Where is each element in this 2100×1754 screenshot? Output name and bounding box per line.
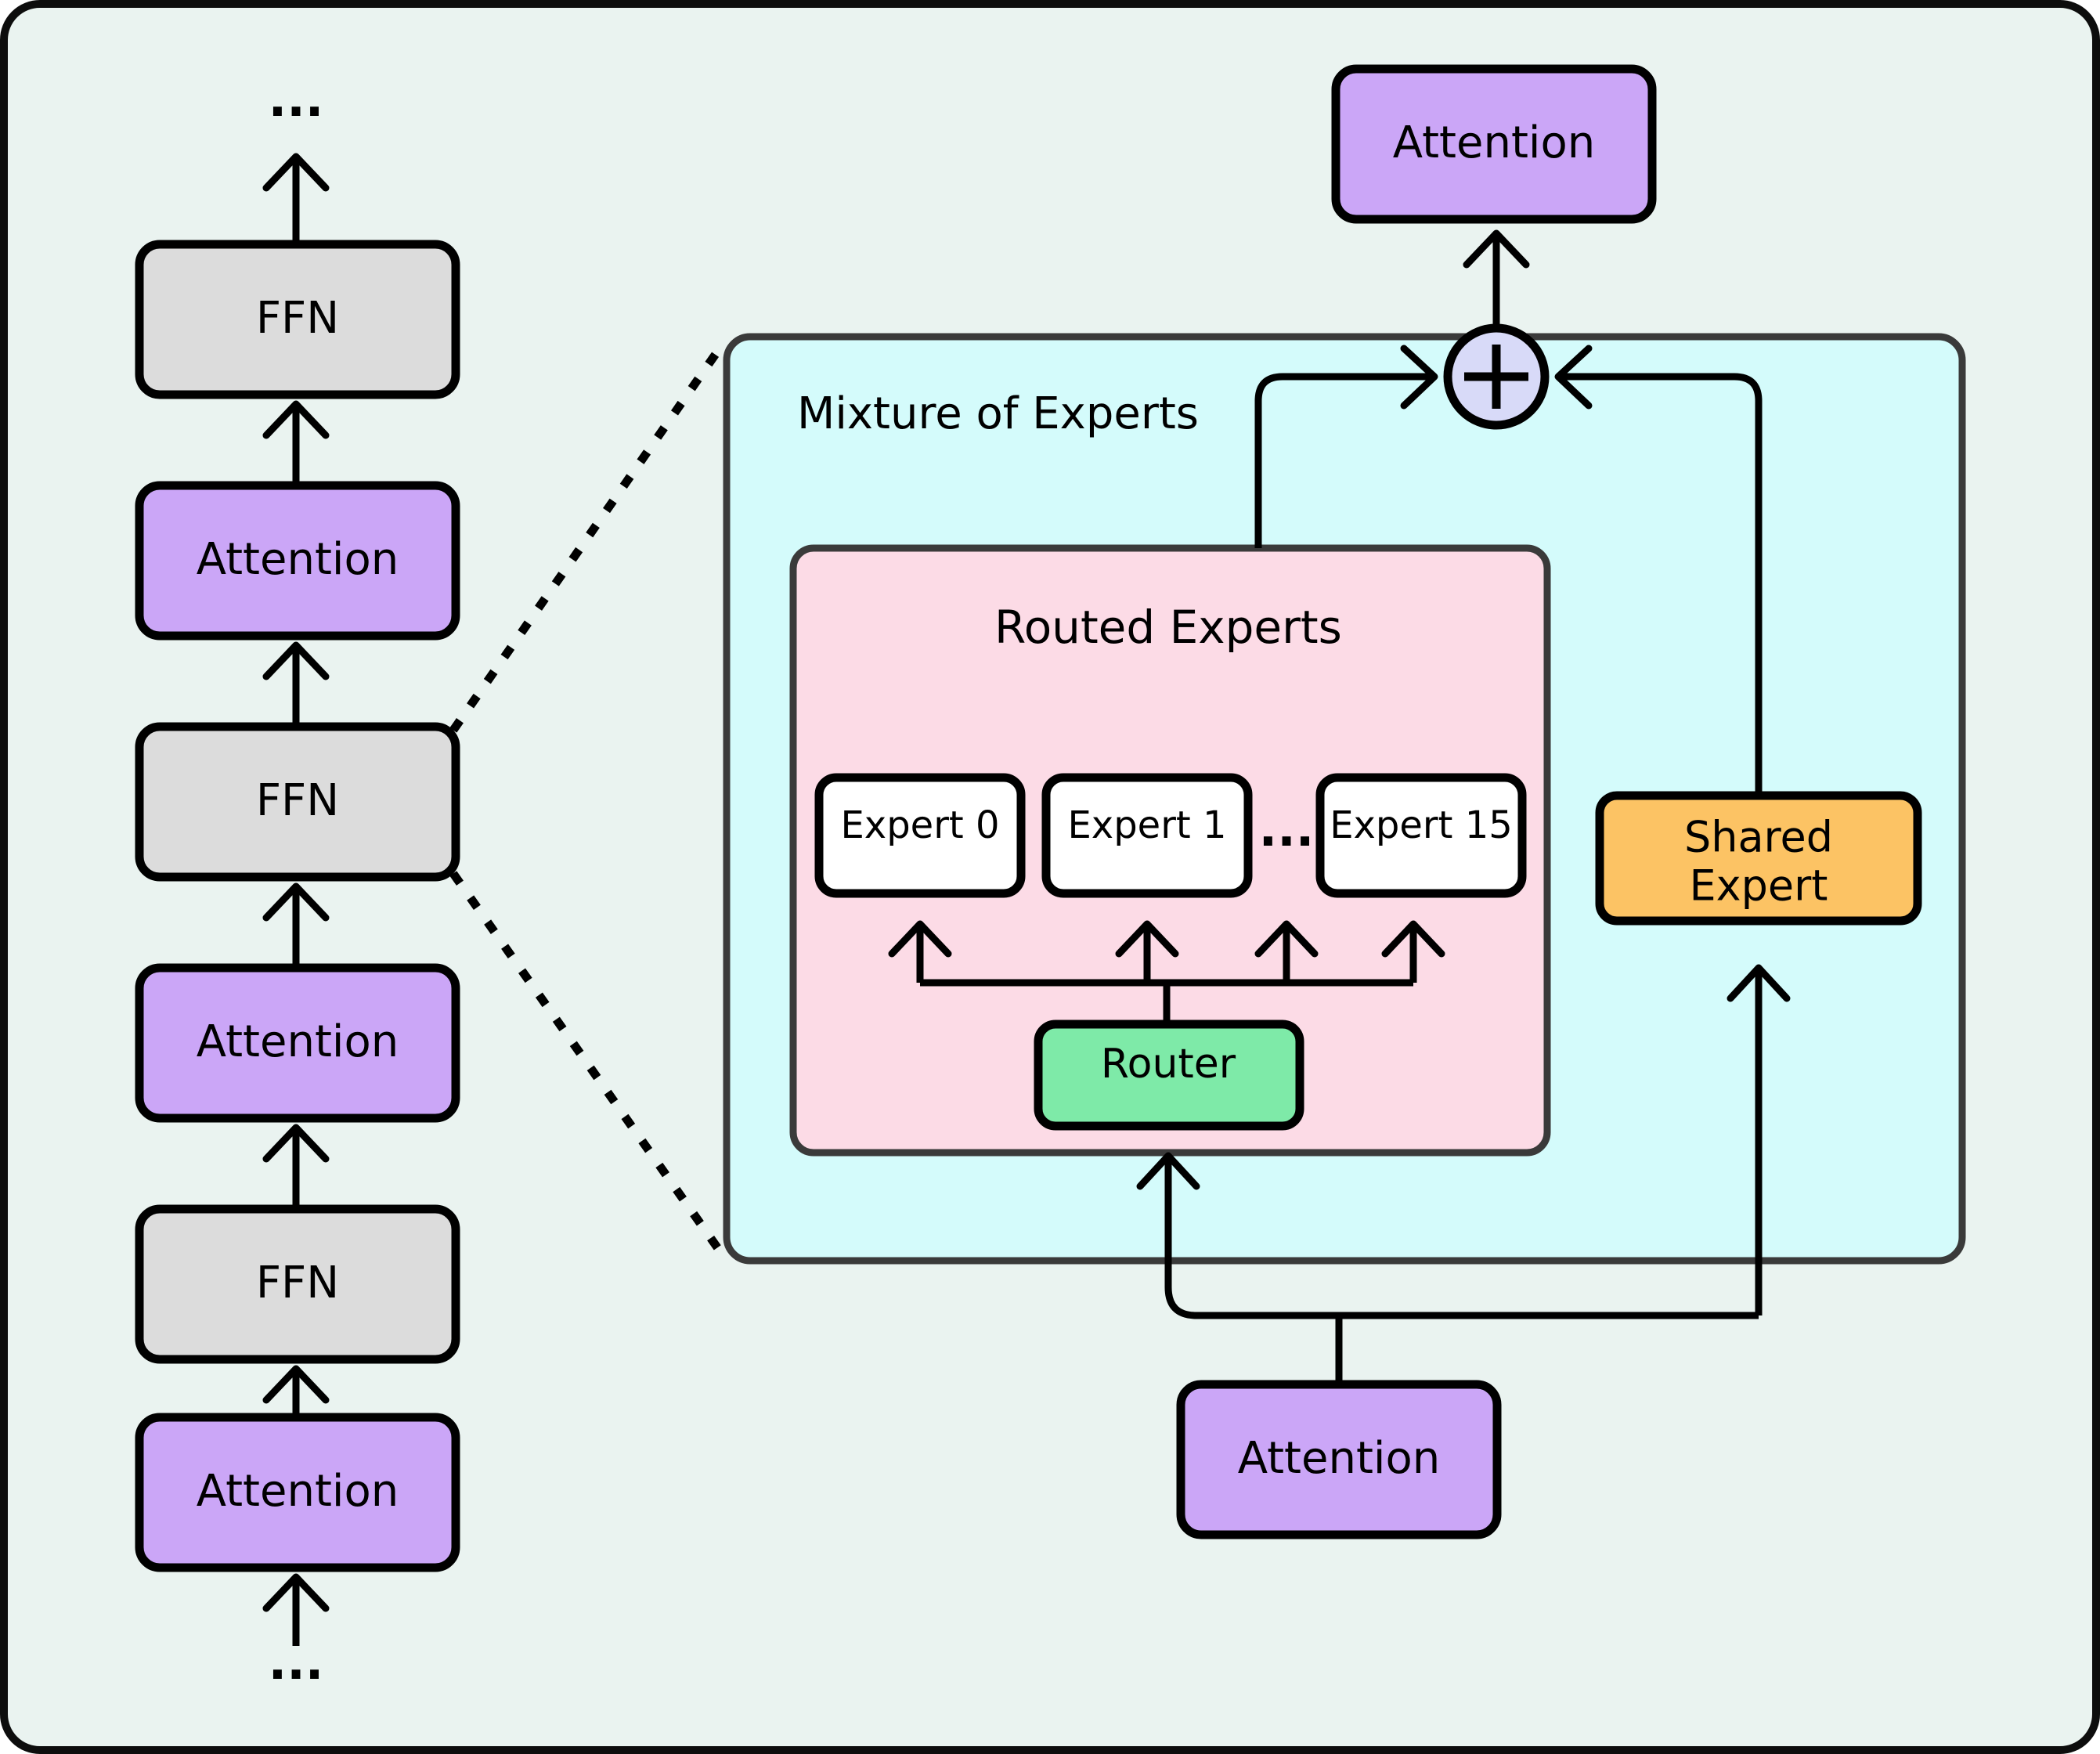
block-ffn-expanded-rect	[135, 722, 460, 882]
routed-experts-label: Routed Experts	[994, 601, 1342, 654]
arrow-ffn-mid-to-attention-1	[262, 641, 330, 727]
plus-icon	[1464, 345, 1528, 409]
block-attention-3-label: Attention	[197, 1466, 399, 1517]
shared-expert-box[interactable]: Shared Expert	[1595, 791, 1922, 926]
block-ffn-expanded-label: FFN	[256, 775, 339, 826]
block-ffn-top-label: FFN	[256, 293, 339, 344]
block-ffn-expanded[interactable]: FFN	[135, 722, 460, 882]
block-attention-2-label: Attention	[197, 1016, 399, 1067]
block-attention-1-rect	[135, 481, 460, 641]
block-ffn-bottom-label: FFN	[256, 1258, 339, 1308]
arrow-attention-1-to-ffn-top	[262, 400, 330, 485]
block-attention-bottom-detail[interactable]: Attention	[1176, 1380, 1502, 1539]
block-attention-1-label: Attention	[197, 534, 399, 585]
experts-ellipsis: ...	[1259, 800, 1315, 857]
expert-box-15[interactable]: Expert 15	[1315, 773, 1527, 898]
arrow-attention-3-to-ffn-bottom	[262, 1365, 330, 1417]
wire-bottom-attention-fanout	[1136, 964, 1791, 1384]
block-ffn-top[interactable]: FFN	[135, 240, 460, 399]
block-attention-2[interactable]: Attention	[135, 963, 460, 1123]
shared-expert-label-line1: Shared	[1684, 813, 1833, 862]
block-attention-top-detail-label: Attention	[1393, 117, 1595, 168]
expert-box-0[interactable]: Expert 0	[814, 773, 1026, 898]
block-attention-top-detail-rect	[1331, 64, 1657, 224]
shared-expert-label-line2: Expert	[1690, 861, 1828, 911]
arrow-ffn-bottom-to-attention-2	[262, 1124, 330, 1209]
arrow-attention-2-to-ffn-mid	[262, 882, 330, 968]
left-stack-top-ellipsis: ...	[269, 70, 324, 128]
block-attention-3[interactable]: Attention	[135, 1413, 460, 1572]
block-ffn-top-rect	[135, 240, 460, 399]
block-attention-1[interactable]: Attention	[135, 481, 460, 641]
router-box[interactable]: Router	[1034, 1020, 1304, 1131]
expert-box-0-label: Expert 0	[840, 803, 999, 847]
block-attention-3-rect	[135, 1413, 460, 1572]
expert-box-0-rect	[814, 773, 1026, 898]
residual-adder[interactable]	[1443, 323, 1550, 430]
dashed-connector-upper	[449, 332, 733, 733]
expert-box-15-rect	[1315, 773, 1527, 898]
router-box-label: Router	[1101, 1041, 1236, 1088]
expert-box-1-rect	[1041, 773, 1253, 898]
expert-box-1[interactable]: Expert 1	[1041, 773, 1253, 898]
mixture-of-experts-label: Mixture of Experts	[797, 388, 1199, 439]
router-fanout-wires	[888, 920, 1445, 1026]
block-attention-bottom-detail-label: Attention	[1238, 1433, 1440, 1484]
block-attention-2-rect	[135, 963, 460, 1123]
arrow-ffn-top-to-ellipsis	[262, 153, 330, 244]
wire-shared-expert-to-adder	[1554, 345, 1763, 796]
router-box-rect	[1034, 1020, 1304, 1131]
left-stack-bottom-ellipsis: ...	[269, 1633, 324, 1691]
block-ffn-bottom[interactable]: FFN	[135, 1204, 460, 1364]
wire-adder-to-top-attention	[1463, 229, 1530, 328]
block-ffn-bottom-rect	[135, 1204, 460, 1364]
wire-routed-experts-to-adder	[1254, 345, 1438, 548]
dashed-connector-lower	[449, 871, 733, 1267]
arrow-bottom-ellipsis-to-attention-3	[262, 1573, 330, 1646]
expert-box-1-label: Expert 1	[1067, 803, 1226, 847]
block-attention-top-detail[interactable]: Attention	[1331, 64, 1657, 224]
expert-box-15-label: Expert 15	[1330, 803, 1513, 847]
